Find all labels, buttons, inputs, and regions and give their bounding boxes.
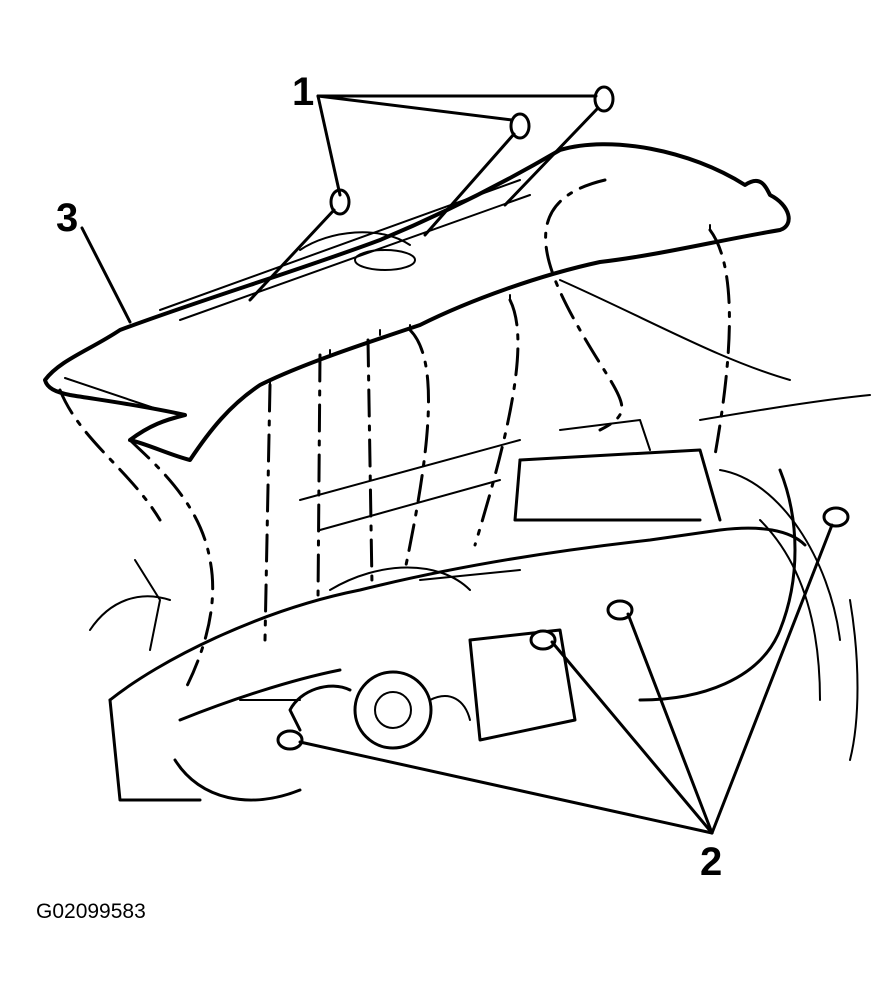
fastener-bottom-2 <box>529 629 557 651</box>
leader-lines <box>80 94 834 835</box>
fastener-bottom-3 <box>606 599 634 621</box>
fastener-bottom-1 <box>276 729 304 751</box>
upper-trim-pad <box>43 142 791 462</box>
alignment-lines <box>58 178 731 692</box>
fastener-top-2 <box>423 112 531 237</box>
fastener-bottom-4 <box>822 506 850 528</box>
steering-column <box>288 670 471 750</box>
trim-pad-details <box>64 179 711 411</box>
callout-fasteners-top: 1 <box>292 70 315 114</box>
callout-fasteners-bottom: 2 <box>700 840 723 884</box>
figure-id: G02099583 <box>36 900 146 923</box>
fastener-top-3 <box>503 85 615 207</box>
instrument-panel-carrier <box>89 419 807 802</box>
callout-upper-trim-pad: 3 <box>56 196 79 240</box>
